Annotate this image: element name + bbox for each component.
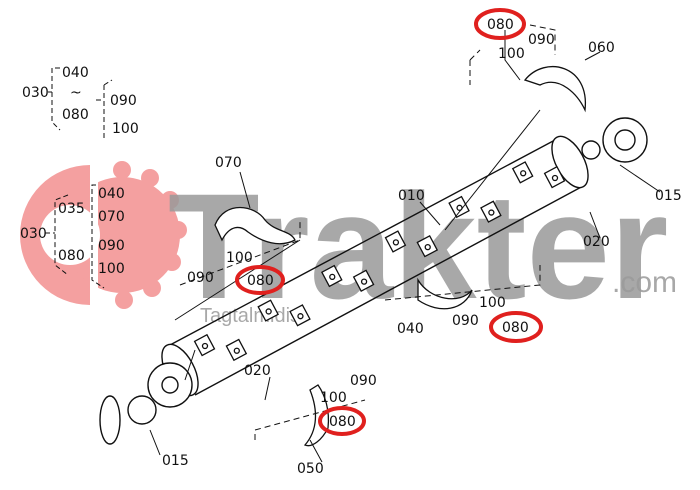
label-080-top: 080 [487, 17, 514, 33]
label-090-left: 090 [187, 270, 214, 286]
label-070: 070 [215, 155, 242, 171]
label-100-bottom: 100 [320, 390, 347, 406]
legend-top-080: 080 [62, 107, 89, 123]
legend-logo-090: 090 [98, 238, 125, 254]
legend-logo-035: 035 [58, 201, 85, 217]
bolt-hole [551, 174, 559, 182]
legend-logo-040: 040 [98, 186, 125, 202]
label-010: 010 [398, 188, 425, 204]
legend-logo-070: 070 [98, 209, 125, 225]
bolt-hole [201, 342, 209, 350]
bolt-hole [297, 313, 304, 320]
bolt-hole [392, 239, 400, 246]
watermark-subtitle: Tagtalmidis [200, 305, 300, 327]
label-015-right: 015 [655, 188, 682, 204]
watermark-logo [20, 161, 187, 309]
bolt-hole [488, 209, 495, 216]
legend-logo-030: 030 [20, 226, 47, 242]
label-040-mid: 040 [397, 321, 424, 337]
legend-top: 030 040 ~ 080 090 100 [22, 65, 139, 140]
label-100-mid: 100 [479, 295, 506, 311]
legend-top-030: 030 [22, 85, 49, 101]
legend-logo-080: 080 [58, 248, 85, 264]
label-050: 050 [297, 461, 324, 477]
part-labels: 070 010 015 020 080 100 090 060 090 100 … [162, 17, 682, 477]
label-020-bottom: 020 [244, 363, 271, 379]
label-100-left: 100 [226, 250, 253, 266]
rotor-shaft [99, 117, 648, 445]
bolt-hole [520, 170, 527, 177]
blades [214, 66, 586, 447]
legend-top-100: 100 [112, 121, 139, 137]
label-090-mid: 090 [452, 313, 479, 329]
bolt-hole [360, 278, 368, 285]
label-080-bottom: 080 [329, 414, 356, 430]
bolt-hole [233, 347, 240, 354]
legend-top-tilde: ~ [70, 85, 82, 101]
label-080-mid: 080 [502, 320, 529, 336]
label-100-top: 100 [498, 46, 525, 62]
label-090-top: 090 [528, 32, 555, 48]
legend-logo: 030 035 040 070 090 080 100 [20, 184, 125, 289]
label-090-bottom: 090 [350, 373, 377, 389]
label-020-right: 020 [583, 234, 610, 250]
legend-top-090: 090 [110, 93, 137, 109]
label-060: 060 [588, 40, 615, 56]
label-015-left: 015 [162, 453, 189, 469]
bolt-hole [329, 273, 336, 281]
legend-logo-100: 100 [98, 261, 125, 277]
label-080-left: 080 [247, 273, 274, 289]
bolt-hole [424, 243, 431, 251]
blade-holders [193, 161, 566, 362]
highlights [235, 8, 543, 436]
legend-top-040: 040 [62, 65, 89, 81]
watermark-domain: .com [612, 266, 677, 299]
bolt-hole [265, 308, 272, 315]
